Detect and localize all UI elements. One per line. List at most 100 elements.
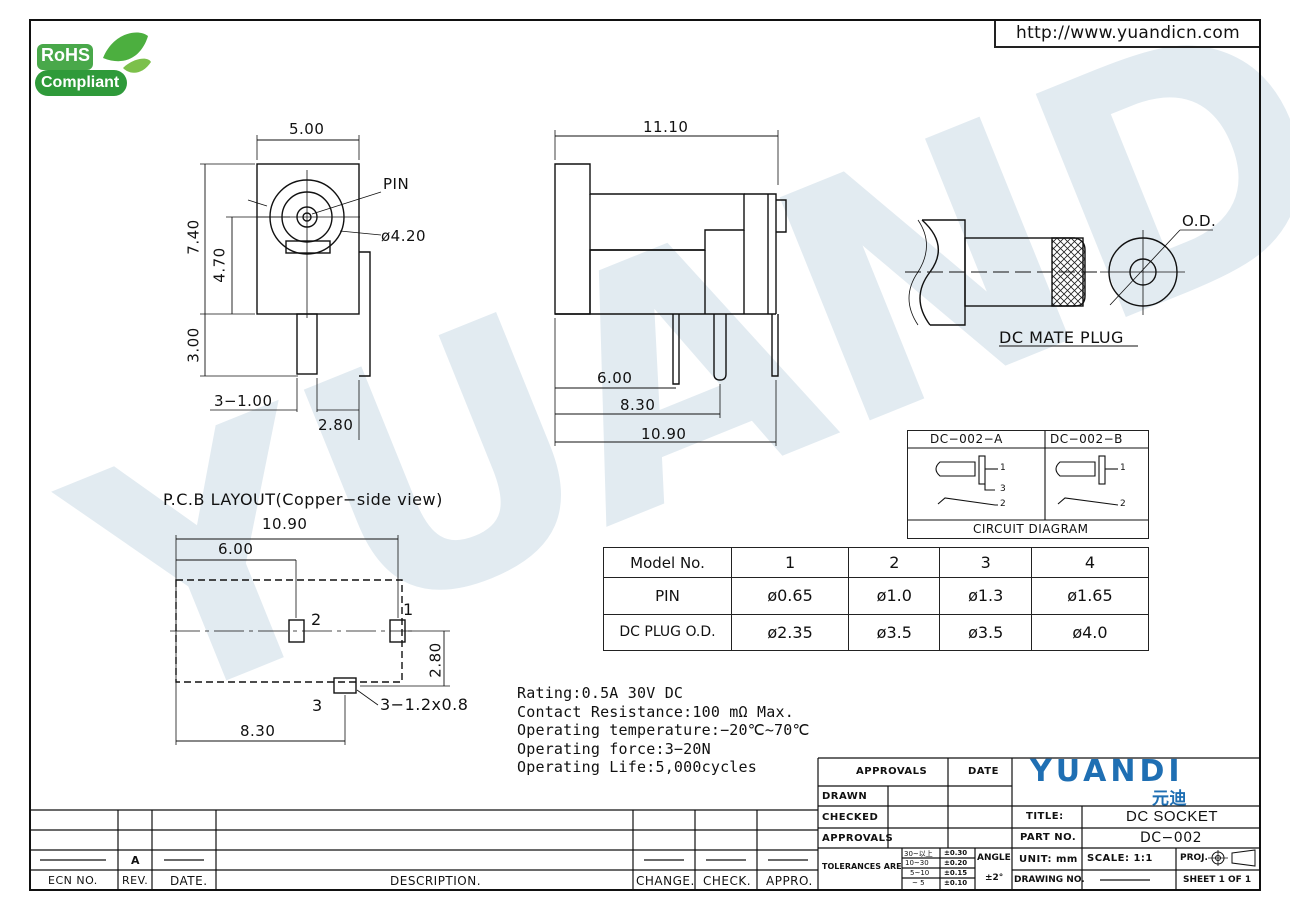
revision-block	[30, 758, 819, 890]
rohs-text: RoHS	[41, 45, 90, 65]
side-dim-b: 8.30	[620, 396, 656, 414]
approvals-label: APPROVALS	[822, 833, 894, 844]
circuit-a-node1: 1	[1000, 463, 1007, 473]
rev-value: A	[131, 854, 141, 867]
circuit-a-node2: 2	[1000, 499, 1007, 509]
tol-value-3: ±0.10	[944, 879, 968, 887]
brand-logo: YUANDI	[1030, 754, 1184, 789]
front-pin-length-dim: 3.00	[184, 327, 203, 363]
front-view	[200, 135, 382, 440]
part-label: PART NO.	[1020, 832, 1077, 843]
pin-pitch-dim: 3−1.00	[214, 392, 273, 410]
table-cell: ø2.35	[730, 613, 850, 652]
pcb-pin2-dim: 6.00	[218, 540, 254, 558]
tol-value-2: ±0.15	[944, 869, 968, 877]
side-dim-a: 6.00	[597, 369, 633, 387]
pcb-pin1-label: 1	[403, 600, 414, 619]
tolerances-label: TOLERANCES ARE	[822, 862, 902, 871]
table-row-label: DC PLUG O.D.	[603, 613, 732, 652]
sheet-label: SHEET 1 OF 1	[1183, 875, 1252, 885]
circuit-model-a: DC−002−A	[930, 432, 1003, 446]
rev-header-check: CHECK.	[703, 874, 752, 888]
table-cell: ø4.0	[1030, 613, 1150, 652]
tol-value-0: ±0.30	[944, 849, 968, 857]
checked-label: CHECKED	[822, 812, 879, 823]
spec-life: Operating Life:5,000cycles	[517, 758, 757, 776]
table-cell: ø3.5	[939, 613, 1032, 652]
part-value: DC−002	[1140, 830, 1203, 846]
circuit-model-b: DC−002−B	[1050, 432, 1123, 446]
model-header-4: 4	[1030, 546, 1150, 579]
tol-range-2: 5~10	[910, 869, 930, 877]
model-header-2: 2	[848, 546, 941, 579]
date-header: DATE	[968, 766, 999, 777]
pcb-total-dim: 10.90	[262, 515, 308, 533]
pcb-offset-dim: 2.80	[426, 642, 445, 678]
rohs-compliant-text: Compliant	[41, 74, 120, 91]
approvals-header: APPROVALS	[856, 766, 928, 777]
pcb-pin3-dim: 8.30	[240, 722, 276, 740]
website-url[interactable]: http://www.yuandicn.com	[994, 20, 1260, 48]
mate-plug-label: DC MATE PLUG	[999, 328, 1124, 347]
pcb-pin2-label: 2	[311, 610, 322, 629]
title-label: TITLE:	[1026, 811, 1064, 822]
rev-header-description: DESCRIPTION.	[390, 874, 482, 888]
rev-header-appro: APPRO.	[766, 874, 813, 888]
rev-header-date: DATE.	[170, 874, 208, 888]
front-center-dim: 4.70	[210, 247, 229, 283]
table-cell: ø3.5	[848, 613, 941, 652]
tol-range-3: ~ 5	[912, 879, 925, 887]
side-offset-dim: 2.80	[318, 416, 354, 434]
spec-temperature: Operating temperature:−20℃~70℃	[517, 721, 810, 739]
side-length-dim: 11.10	[643, 118, 689, 136]
leaf-icon	[35, 32, 151, 96]
model-header-label: Model No.	[603, 546, 732, 579]
brand-cn: 元迪	[1152, 789, 1187, 809]
drawing-no-label: DRAWING NO.	[1014, 875, 1085, 885]
dc-mate-plug	[905, 219, 1213, 347]
angle-value: ±2°	[985, 873, 1004, 883]
spec-resistance: Contact Resistance:100 mΩ Max.	[517, 702, 794, 721]
tol-range-1: 10~30	[905, 859, 929, 867]
pcb-layout	[170, 535, 450, 745]
pad-size-dim: 3−1.2x0.8	[380, 695, 469, 714]
circuit-b-node2: 2	[1120, 499, 1127, 509]
rev-header-rev: REV.	[122, 874, 149, 887]
tol-value-1: ±0.20	[944, 859, 968, 867]
circuit-a-node3: 3	[1000, 484, 1007, 494]
pin-label: PIN	[383, 175, 410, 193]
front-width-dim: 5.00	[289, 120, 325, 138]
tol-range-0: 30~以上	[904, 850, 933, 858]
table-cell: ø1.65	[1030, 577, 1150, 615]
table-cell: ø0.65	[730, 577, 850, 615]
front-height-dim: 7.40	[184, 219, 203, 255]
circuit-caption: CIRCUIT DIAGRAM	[973, 522, 1089, 536]
circuit-diagram	[907, 430, 1148, 521]
rohs-logo: RoHS Compliant	[33, 28, 153, 100]
circuit-b-node1: 1	[1120, 463, 1127, 473]
side-view	[554, 130, 787, 446]
drawn-label: DRAWN	[822, 791, 868, 802]
table-row-label: PIN	[603, 577, 732, 615]
spec-rating: Rating:0.5A 30V DC	[517, 684, 684, 702]
drawing-frame	[29, 19, 1261, 891]
hole-diameter-dim: ø4.20	[381, 227, 427, 245]
proj-label: PROJ.	[1180, 853, 1208, 863]
angle-label: ANGLE	[977, 853, 1011, 863]
model-header-3: 3	[939, 546, 1032, 579]
table-cell: ø1.3	[939, 577, 1032, 615]
side-dim-c: 10.90	[641, 425, 687, 443]
rev-header-ecn: ECN NO.	[48, 874, 98, 887]
od-label: O.D.	[1182, 212, 1217, 230]
unit-label: UNIT: mm	[1019, 854, 1078, 865]
specifications: Rating:0.5A 30V DC Contact Resistance:10…	[517, 684, 810, 777]
circuit-box	[907, 430, 1149, 539]
title-value: DC SOCKET	[1126, 808, 1219, 825]
model-table: Model No. 1 2 3 4 PIN ø0.65 ø1.0 ø1.3 ø1…	[603, 546, 1150, 652]
model-header-1: 1	[730, 546, 850, 579]
title-block	[818, 757, 1260, 890]
table-cell: ø1.0	[848, 577, 941, 615]
pcb-pin3-label: 3	[312, 696, 323, 715]
